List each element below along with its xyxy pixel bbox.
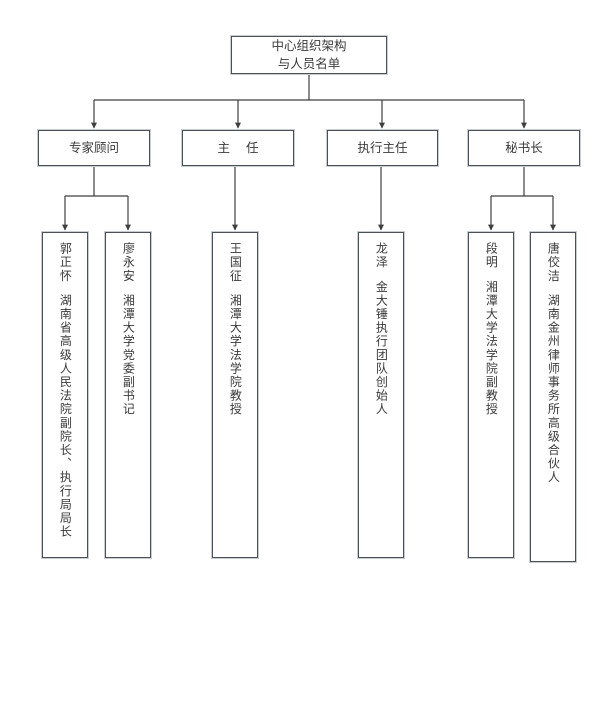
member-name: 郭正怀 [58,242,73,283]
member-title: 金大锤执行团队创始人 [374,280,389,417]
root-title-line2: 与人员名单 [277,56,341,71]
root-node[interactable]: 中心组织架构 与人员名单 [231,36,387,74]
member-title: 湖南金州律师事务所高级合伙人 [546,293,561,485]
root-title-line1: 中心组织架构 [271,37,347,53]
member-title: 湘潭大学党委副书记 [121,293,136,417]
role-node-executive-director[interactable]: 执行主任 [327,130,438,166]
role-label: 秘书长 [505,139,543,155]
role-label: 专家顾问 [68,139,119,155]
role-label: 主 任 [217,139,265,155]
member-node-2[interactable]: 王国征湘潭大学法学院教授 [212,232,258,558]
member-name: 王国征 [228,242,243,283]
member-vertical-text: 唐佼洁湖南金州律师事务所高级合伙人 [546,242,561,485]
role-node-director[interactable]: 主 任 [182,130,294,166]
member-vertical-text: 段明湘潭大学法学院副教授 [484,242,499,417]
member-name: 廖永安 [121,242,136,283]
role-node-expert-advisor[interactable]: 专家顾问 [38,130,150,166]
member-title: 湖南省高级人民法院副院长、执行局局长 [58,293,73,539]
member-name: 龙泽 [374,242,389,270]
member-vertical-text: 廖永安湘潭大学党委副书记 [121,242,136,417]
member-node-1[interactable]: 廖永安湘潭大学党委副书记 [105,232,151,558]
member-vertical-text: 龙泽金大锤执行团队创始人 [374,242,389,417]
member-node-4[interactable]: 段明湘潭大学法学院副教授 [468,232,514,558]
member-title: 湘潭大学法学院副教授 [484,280,499,417]
member-vertical-text: 王国征湘潭大学法学院教授 [228,242,243,417]
member-name: 唐佼洁 [546,242,561,283]
member-node-5[interactable]: 唐佼洁湖南金州律师事务所高级合伙人 [530,232,576,562]
member-node-3[interactable]: 龙泽金大锤执行团队创始人 [358,232,404,558]
member-vertical-text: 郭正怀湖南省高级人民法院副院长、执行局局长 [58,242,73,539]
member-node-0[interactable]: 郭正怀湖南省高级人民法院副院长、执行局局长 [42,232,88,558]
member-name: 段明 [484,242,499,270]
role-node-secretary-general[interactable]: 秘书长 [468,130,580,166]
member-title: 湘潭大学法学院教授 [228,293,243,417]
role-label: 执行主任 [357,139,408,155]
